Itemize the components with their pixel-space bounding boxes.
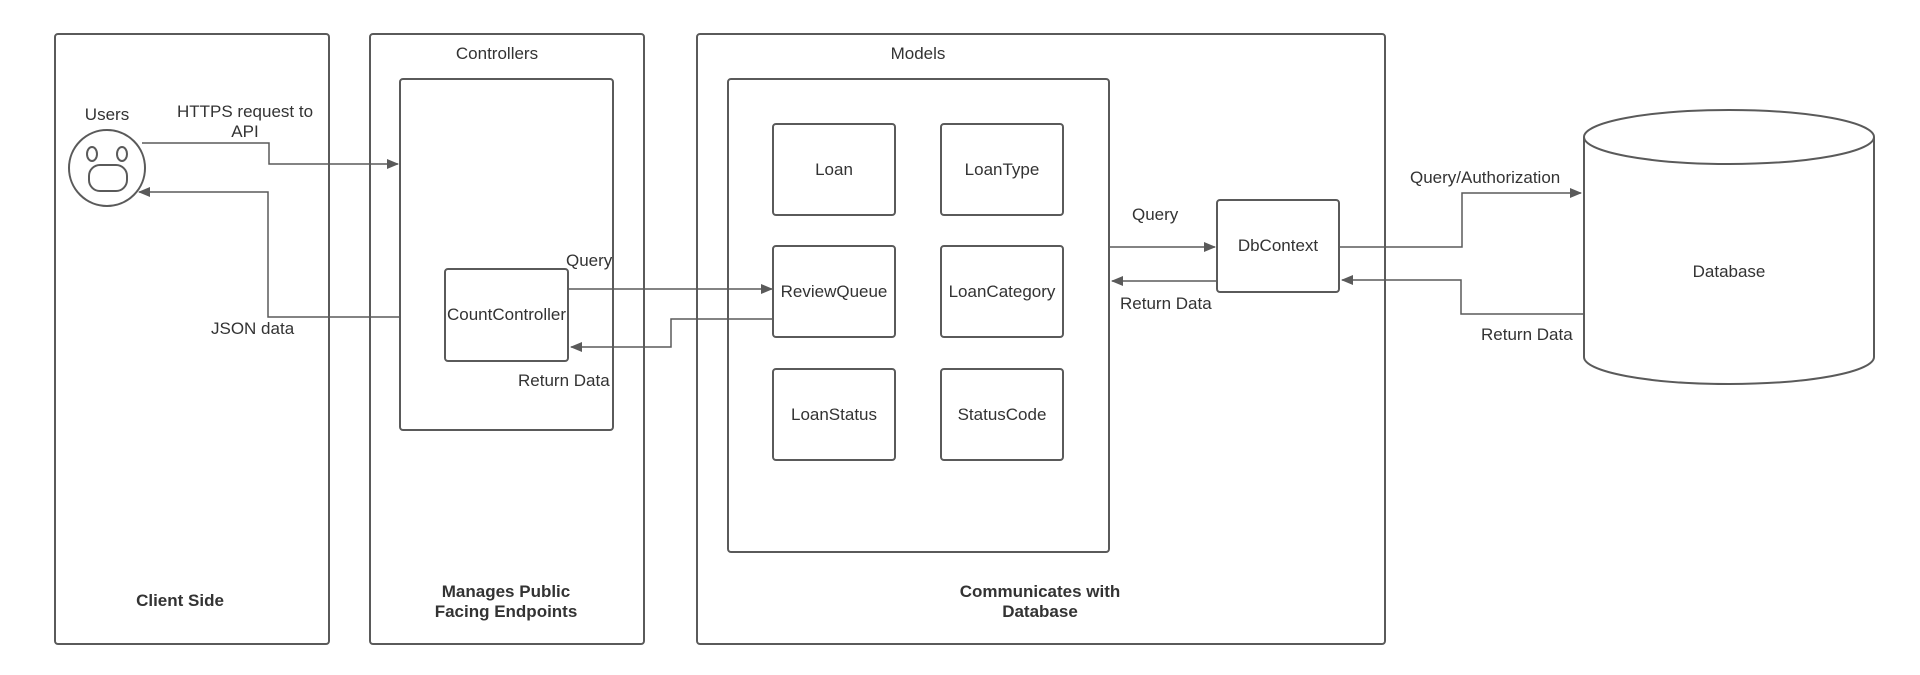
controller-return-label: Return Data	[518, 371, 610, 390]
https-request-label-line1: HTTPS request to	[176, 102, 314, 121]
controllers-footer-line1: Manages Public	[441, 582, 571, 601]
count-controller-node: CountController	[444, 268, 569, 362]
loan-model-node: Loan	[772, 123, 896, 216]
client-side-panel	[54, 33, 330, 645]
models-inner-box	[727, 78, 1110, 553]
controllers-title: Controllers	[455, 44, 539, 63]
edge-controller-return	[570, 318, 773, 352]
models-footer-line1: Communicates with	[959, 582, 1121, 601]
controllers-inner-box	[399, 78, 614, 431]
models-title: Models	[890, 44, 946, 63]
models-footer-line2: Database	[1002, 602, 1078, 621]
edge-db-return	[1341, 275, 1583, 315]
database-label: Database	[1692, 262, 1766, 281]
edge-json-data	[138, 187, 400, 318]
controller-query-label: Query	[566, 251, 613, 270]
users-label: Users	[84, 105, 130, 124]
models-panel	[696, 33, 1386, 645]
database-cylinder	[1583, 109, 1875, 385]
controllers-panel	[369, 33, 645, 645]
json-data-label: JSON data	[211, 319, 295, 338]
edge-db-query	[1340, 188, 1582, 248]
models-query-label: Query	[1132, 205, 1179, 224]
review-queue-model-node: ReviewQueue	[772, 245, 896, 338]
https-request-label-line2: API	[231, 122, 259, 141]
loan-category-model-node: LoanCategory	[940, 245, 1064, 338]
dbcontext-node: DbContext	[1216, 199, 1340, 293]
loan-type-model-node: LoanType	[940, 123, 1064, 216]
loan-status-model-node: LoanStatus	[772, 368, 896, 461]
edge-https-request	[142, 142, 399, 169]
db-query-label: Query/Authorization	[1410, 168, 1561, 187]
status-code-model-node: StatusCode	[940, 368, 1064, 461]
models-return-label: Return Data	[1120, 294, 1212, 313]
users-icon	[68, 129, 146, 207]
client-side-footer: Client Side	[136, 591, 224, 610]
db-return-label: Return Data	[1481, 325, 1573, 344]
controllers-footer-line2: Facing Endpoints	[434, 602, 578, 621]
